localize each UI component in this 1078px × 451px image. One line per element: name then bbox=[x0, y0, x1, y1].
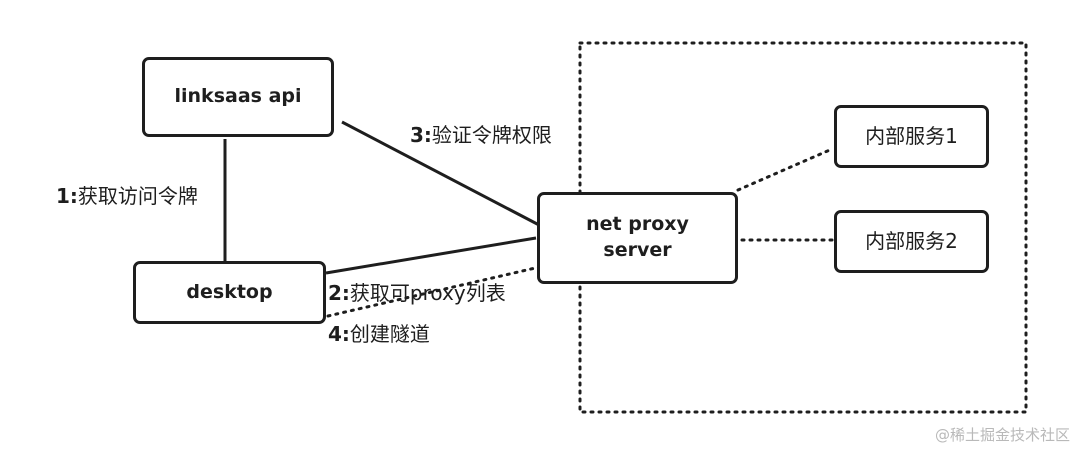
node-linksaas-api: linksaas api bbox=[142, 57, 334, 137]
edge-api-proxy bbox=[341, 120, 542, 228]
edge-label-4-number: 4: bbox=[328, 322, 350, 346]
edge-label-3-text: 验证令牌权限 bbox=[431, 123, 552, 147]
node-net-proxy-server-label: net proxy server bbox=[586, 213, 689, 261]
node-linksaas-api-label: linksaas api bbox=[174, 85, 302, 108]
node-desktop-label: desktop bbox=[186, 280, 273, 303]
edge-desktop-proxy bbox=[325, 236, 537, 275]
node-desktop: desktop bbox=[133, 261, 326, 324]
node-net-proxy-server: net proxy server bbox=[537, 192, 738, 284]
watermark: @稀土掘金技术社区 bbox=[934, 426, 1070, 444]
network-boundary bbox=[578, 41, 1028, 414]
edge-label-1: 1:获取访问令牌 bbox=[56, 186, 198, 206]
edge-desktop-proxy-tunnel bbox=[326, 264, 546, 318]
node-service-2: 内部服务2 bbox=[834, 210, 989, 273]
node-service-1-label: 内部服务1 bbox=[865, 124, 958, 148]
edge-label-2-number: 2: bbox=[328, 281, 350, 305]
edge-proxy-service1 bbox=[736, 147, 834, 192]
edge-label-2-text: 获取可proxy列表 bbox=[349, 281, 506, 305]
edge-label-4-text: 创建隧道 bbox=[349, 322, 430, 346]
edge-label-4: 4:创建隧道 bbox=[328, 324, 430, 344]
edge-label-1-number: 1: bbox=[56, 184, 78, 208]
node-service-2-label: 内部服务2 bbox=[865, 229, 958, 253]
edge-label-3: 3:验证令牌权限 bbox=[410, 125, 552, 145]
edge-label-1-text: 获取访问令牌 bbox=[77, 184, 198, 208]
edge-label-2: 2:获取可proxy列表 bbox=[328, 283, 506, 303]
node-service-1: 内部服务1 bbox=[834, 105, 989, 168]
edge-label-3-number: 3: bbox=[410, 123, 432, 147]
